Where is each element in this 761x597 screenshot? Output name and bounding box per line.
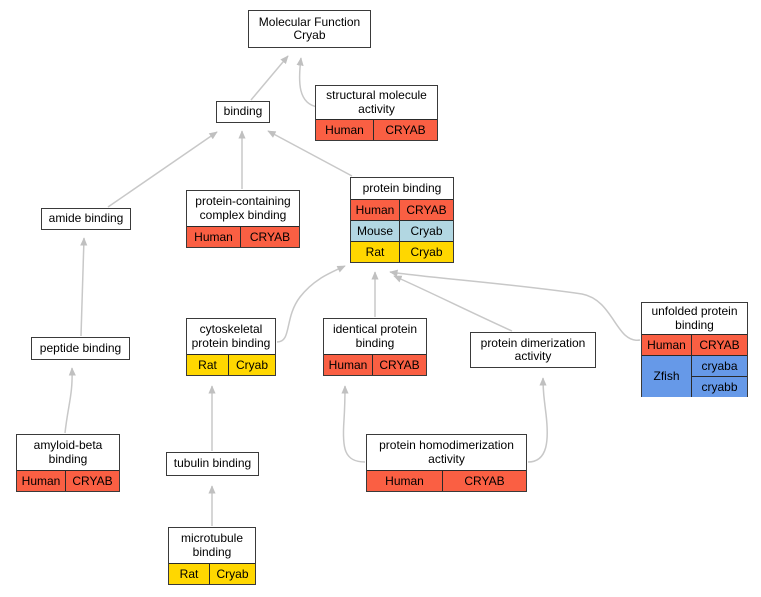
gene-cell[interactable]: Cryab bbox=[410, 223, 443, 238]
annotation-row: Rat Cryab bbox=[187, 354, 275, 375]
edge-cytoskeletal-to-protein-binding bbox=[276, 265, 346, 343]
annotation-row: Human CRYAB bbox=[642, 334, 747, 355]
node-title: structural molecule activity bbox=[316, 86, 437, 119]
gene-cell-group: CRYAB bbox=[400, 200, 453, 220]
species-cell: Human bbox=[187, 227, 241, 247]
gene-cell-group: Cryab bbox=[400, 242, 453, 262]
species-cell: Mouse bbox=[351, 221, 400, 241]
annotation-row: Rat Cryab bbox=[169, 563, 255, 584]
node-molecular-function-cryab[interactable]: Molecular Function Cryab bbox=[248, 10, 371, 48]
node-title: amyloid-beta binding bbox=[17, 435, 119, 470]
annotation-row: Zfish cryaba cryabb bbox=[642, 355, 747, 397]
node-protein-dimerization-activity[interactable]: protein dimerization activity bbox=[470, 332, 596, 368]
edge-amyloid-beta-to-peptide-binding bbox=[64, 367, 76, 434]
node-title: binding bbox=[217, 102, 269, 122]
gene-cell[interactable]: CRYAB bbox=[379, 357, 420, 372]
annotation-row: Human CRYAB bbox=[351, 199, 453, 220]
node-title: protein dimerization activity bbox=[471, 333, 595, 367]
node-title: identical protein binding bbox=[324, 319, 426, 354]
annotation-row: Mouse Cryab bbox=[351, 220, 453, 241]
annotation-row: Human CRYAB bbox=[367, 470, 526, 491]
species-cell: Rat bbox=[187, 355, 229, 375]
gene-cell[interactable]: CRYAB bbox=[249, 229, 291, 244]
node-title: protein homodimerization activity bbox=[367, 435, 526, 470]
species-cell: Human bbox=[351, 200, 400, 220]
edge-protein-binding-to-binding bbox=[267, 130, 353, 177]
gene-cell[interactable]: CRYAB bbox=[385, 122, 426, 137]
gene-cell-group: cryaba cryabb bbox=[692, 356, 747, 397]
gene-cell-group: CRYAB bbox=[66, 471, 119, 491]
annotation-row: Human CRYAB bbox=[187, 226, 299, 247]
node-tubulin-binding[interactable]: tubulin binding bbox=[166, 452, 259, 476]
gene-cell-group: CRYAB bbox=[373, 355, 426, 375]
gene-cell[interactable]: Cryab bbox=[410, 244, 443, 259]
gene-cell[interactable]: cryabb bbox=[692, 376, 747, 397]
edge-homodimerization-to-identical-protein bbox=[341, 385, 366, 463]
species-cell: Human bbox=[642, 335, 692, 355]
gene-cell[interactable]: CRYAB bbox=[406, 202, 447, 217]
node-title: peptide binding bbox=[32, 338, 129, 359]
gene-cell-group: CRYAB bbox=[241, 227, 299, 247]
edge-homodimerization-to-dimerization bbox=[527, 377, 548, 463]
node-title: microtubule binding bbox=[169, 528, 255, 563]
node-amide-binding[interactable]: amide binding bbox=[41, 208, 131, 230]
node-title: cytoskeletal protein binding bbox=[187, 319, 275, 354]
species-cell: Rat bbox=[169, 564, 210, 584]
species-cell: Human bbox=[17, 471, 66, 491]
edge-amide-binding-to-binding bbox=[107, 131, 218, 208]
node-title: amide binding bbox=[42, 209, 130, 229]
species-cell: Human bbox=[316, 120, 374, 140]
gene-cell-group: Cryab bbox=[400, 221, 453, 241]
gene-cell[interactable]: CRYAB bbox=[464, 473, 505, 488]
edge-binding-to-molecular-function bbox=[250, 55, 289, 101]
gene-cell-group: CRYAB bbox=[692, 335, 747, 355]
gene-cell[interactable]: Cryab bbox=[216, 566, 249, 581]
species-cell: Human bbox=[367, 471, 443, 491]
edge-unfolded-protein-to-protein-binding bbox=[389, 269, 641, 341]
annotation-row: Human CRYAB bbox=[316, 119, 437, 140]
species-cell: Zfish bbox=[642, 356, 692, 397]
annotation-row: Rat Cryab bbox=[351, 241, 453, 262]
node-binding[interactable]: binding bbox=[216, 101, 270, 123]
node-peptide-binding[interactable]: peptide binding bbox=[31, 337, 130, 360]
gene-cell[interactable]: Cryab bbox=[235, 357, 268, 372]
gene-cell[interactable]: CRYAB bbox=[72, 473, 113, 488]
annotation-row: Human CRYAB bbox=[324, 354, 426, 375]
edge-peptide-binding-to-amide-binding bbox=[80, 237, 88, 337]
edge-dimerization-to-protein-binding bbox=[393, 275, 513, 332]
edge-structural-molecule-to-molecular-function bbox=[296, 57, 319, 108]
node-title: Molecular Function Cryab bbox=[249, 11, 370, 47]
gene-cell-group: Cryab bbox=[229, 355, 275, 375]
species-cell: Rat bbox=[351, 242, 400, 262]
annotation-row: Human CRYAB bbox=[17, 470, 119, 491]
node-title: unfolded protein binding bbox=[642, 303, 747, 334]
gene-cell-group: CRYAB bbox=[443, 471, 526, 491]
gene-cell[interactable]: CRYAB bbox=[699, 337, 740, 352]
node-title: tubulin binding bbox=[167, 453, 258, 475]
node-title: protein-containing complex binding bbox=[187, 191, 299, 226]
gene-cell-group: Cryab bbox=[210, 564, 255, 584]
gene-cell-group: CRYAB bbox=[374, 120, 437, 140]
gene-cell[interactable]: cryaba bbox=[701, 358, 738, 373]
node-title: protein binding bbox=[351, 178, 453, 199]
species-cell: Human bbox=[324, 355, 373, 375]
